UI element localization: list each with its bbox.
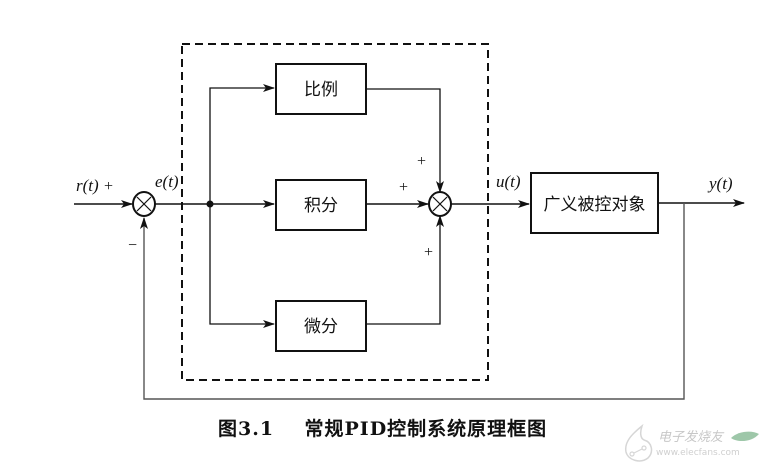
watermark: 电子发烧友 www.elecfans.com <box>622 424 762 468</box>
integral-sign: + <box>399 179 408 196</box>
watermark-title: 电子发烧友 <box>658 430 724 445</box>
branch-to-derivative <box>209 204 275 328</box>
derivative-block: 微分 <box>275 300 367 352</box>
feedback-sign: − <box>128 237 137 254</box>
proportional-sign: + <box>417 153 426 170</box>
input-summing-junction <box>132 191 156 217</box>
controller-boundary <box>181 43 489 381</box>
derivative-sign: + <box>424 244 433 261</box>
proportional-output-line <box>366 88 444 193</box>
plant-block: 广义被控对象 <box>530 172 659 234</box>
derivative-label: 微分 <box>304 317 338 337</box>
control-signal-label: u(t) <box>496 172 521 191</box>
derivative-output-line <box>366 215 444 325</box>
proportional-block: 比例 <box>275 63 367 115</box>
figure-caption: 图3.1 常规PID控制系统原理框图 <box>218 418 548 440</box>
branch-to-proportional <box>209 84 275 204</box>
integral-block: 积分 <box>275 179 367 231</box>
controller-summing-junction <box>428 191 452 217</box>
leaf-icon <box>731 431 759 442</box>
plant-label: 广义被控对象 <box>544 195 646 215</box>
output-signal-label: y(t) <box>707 174 733 193</box>
proportional-label: 比例 <box>304 80 338 100</box>
reference-sign: + <box>104 178 113 195</box>
reference-signal-label: r(t) <box>76 176 99 195</box>
error-signal-label: e(t) <box>155 172 179 191</box>
watermark-url: www.elecfans.com <box>656 448 740 458</box>
feedback-path <box>140 203 685 400</box>
integral-label: 积分 <box>304 196 338 216</box>
watermark-logo-icon <box>624 424 653 462</box>
